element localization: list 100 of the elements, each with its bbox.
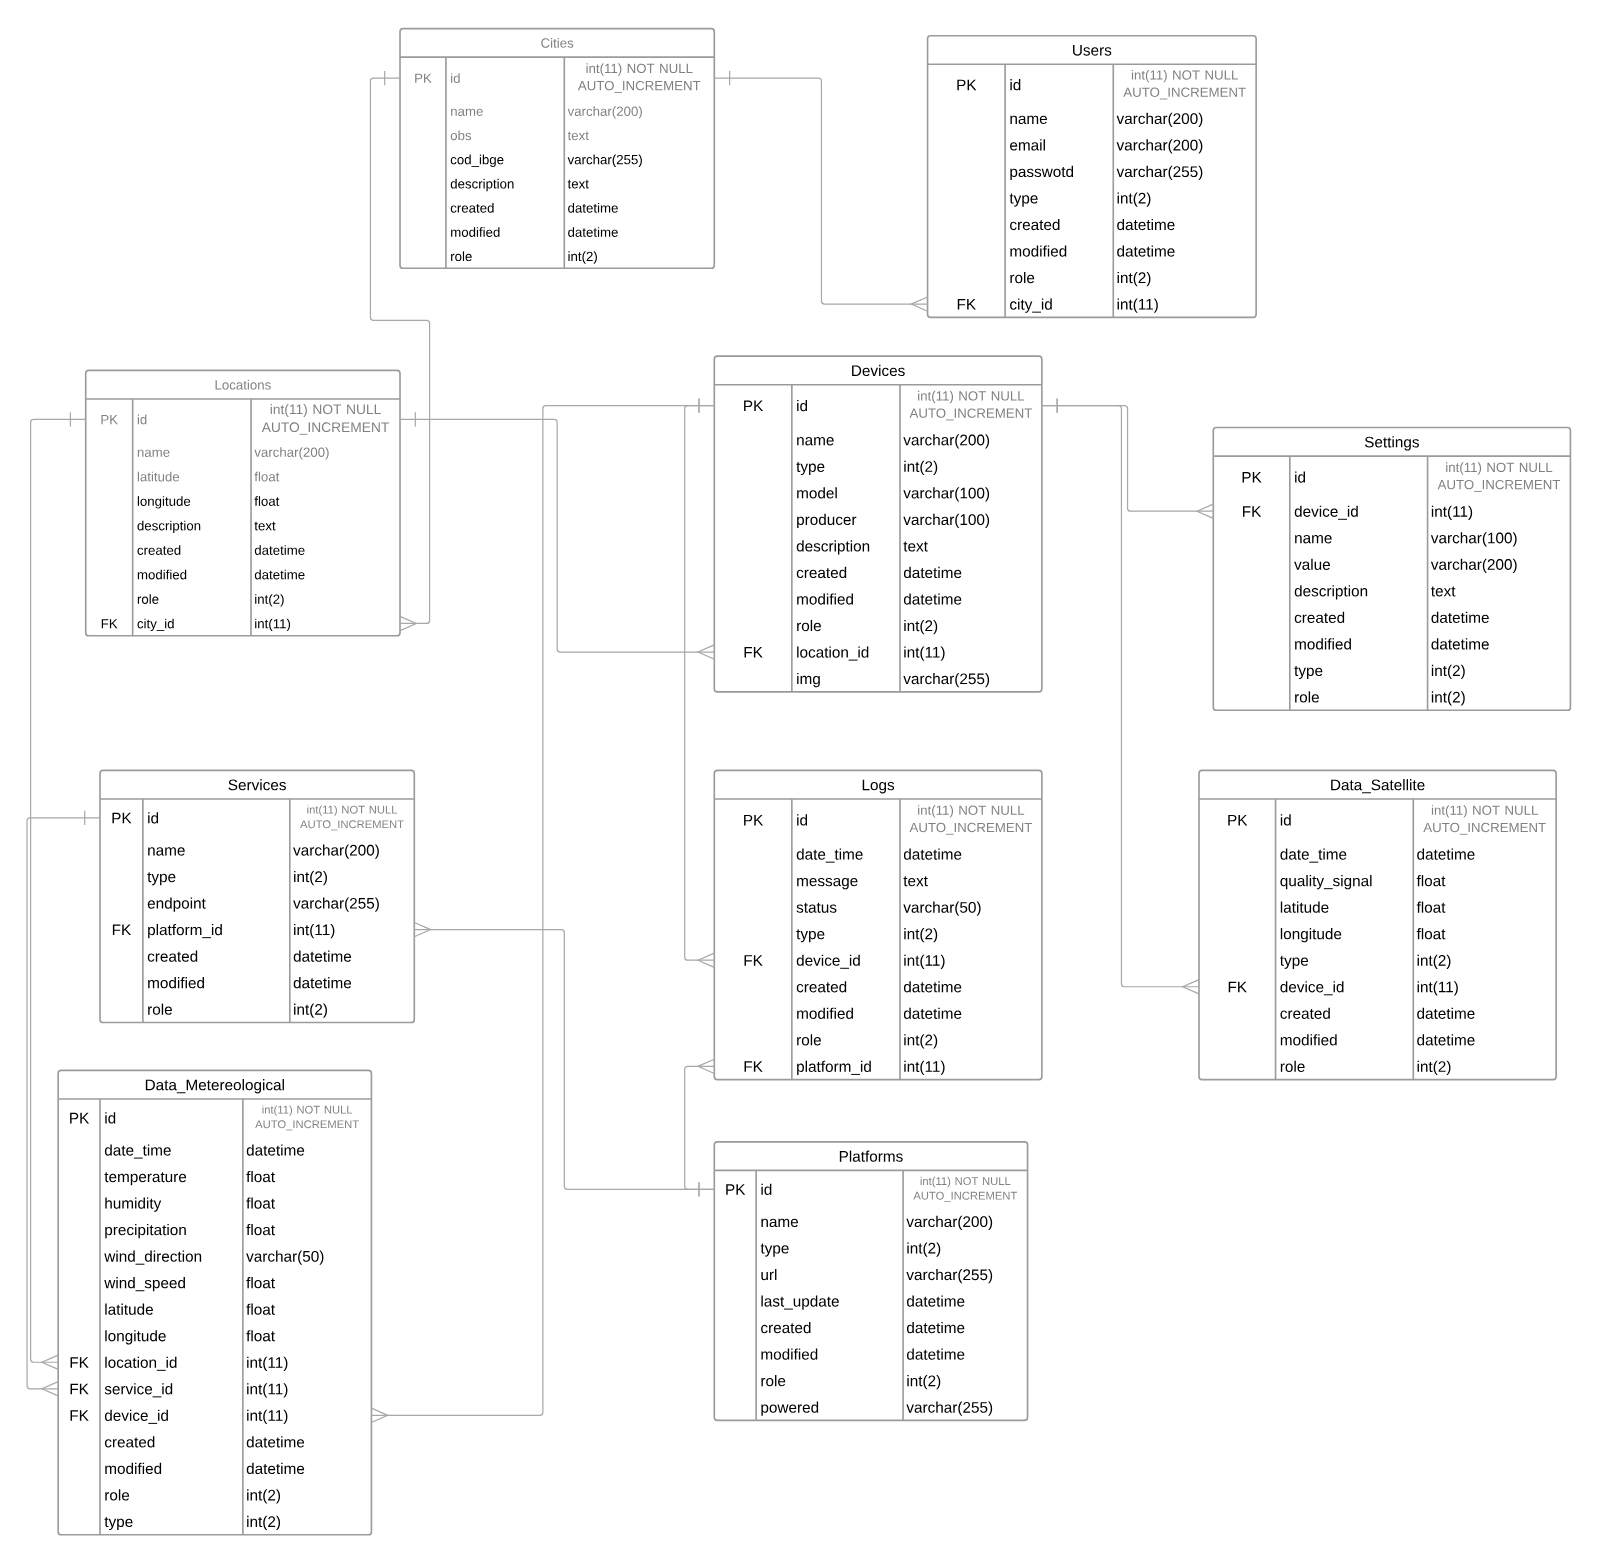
field-name: type xyxy=(1009,193,1038,207)
relationship-line xyxy=(370,397,715,1423)
field-name: role xyxy=(1295,691,1319,703)
data-type: datetime xyxy=(903,981,962,993)
data-type: float xyxy=(246,1330,275,1342)
data-type: int(11) xyxy=(1431,505,1473,520)
relationship-line xyxy=(26,809,101,1397)
data-type: varchar(200) xyxy=(1116,139,1203,154)
field-name: id xyxy=(148,812,159,824)
data-type: int(2) xyxy=(904,1034,938,1049)
key-label: FK xyxy=(70,1383,89,1395)
data-type: float xyxy=(1416,901,1446,913)
data-type: text xyxy=(567,131,589,140)
data-type: varchar(255) xyxy=(903,672,990,688)
field-name: modified xyxy=(1010,245,1067,257)
data-type: float xyxy=(246,1197,275,1209)
field-name: type xyxy=(1280,955,1309,969)
data-type: datetime xyxy=(907,1295,965,1307)
data-type: datetime xyxy=(568,227,618,237)
key-label: FK xyxy=(1228,981,1247,993)
field-name: humidity xyxy=(105,1197,162,1212)
data-type: int(2) xyxy=(247,1489,281,1504)
field-name: modified xyxy=(137,569,187,580)
field-name: value xyxy=(1294,558,1330,570)
key-label: PK xyxy=(726,1184,746,1195)
data-type: varchar(200) xyxy=(293,844,379,859)
field-name: role xyxy=(761,1374,786,1387)
data-type: int(11) NOT NULL AUTO_INCREMENT xyxy=(1423,805,1546,835)
data-type: int(11) NOT NULL AUTO_INCREMENT xyxy=(300,805,404,831)
data-type: varchar(200) xyxy=(254,447,329,460)
field-name: wind_direction xyxy=(104,1250,202,1265)
data-type: float xyxy=(246,1276,275,1289)
data-type: text xyxy=(254,521,276,531)
data-type: varchar(200) xyxy=(1116,112,1203,127)
field-name: producer xyxy=(797,513,857,528)
data-type: datetime xyxy=(903,848,962,860)
field-name: longitude xyxy=(1280,927,1342,943)
key-label: FK xyxy=(744,955,763,966)
field-name: role xyxy=(797,619,821,632)
data-type: varchar(255) xyxy=(293,897,379,912)
field-name: role xyxy=(797,1034,821,1046)
field-name: name xyxy=(451,108,483,116)
key-label: FK xyxy=(101,619,118,629)
data-type: datetime xyxy=(246,1436,305,1448)
data-type: varchar(255) xyxy=(1116,165,1203,180)
key-label: PK xyxy=(1242,471,1262,483)
field-name: cod_ibge xyxy=(450,154,504,167)
field-name: quality_signal xyxy=(1280,874,1372,890)
data-type: int(2) xyxy=(1117,271,1151,287)
data-type: int(11) NOT NULL AUTO_INCREMENT xyxy=(909,390,1033,421)
data-type: int(11) xyxy=(1117,298,1158,313)
field-name: date_time xyxy=(1280,848,1347,863)
data-type: datetime xyxy=(246,1144,305,1156)
data-type: float xyxy=(254,496,280,506)
data-type: varchar(100) xyxy=(903,513,990,528)
data-type: int(11) NOT NULL AUTO_INCREMENT xyxy=(255,1105,359,1131)
field-name: created xyxy=(147,950,198,962)
key-label: FK xyxy=(70,1357,89,1368)
field-name: created xyxy=(450,202,494,213)
field-name: name xyxy=(761,1218,798,1227)
data-type: int(2) xyxy=(907,1374,941,1390)
field-name: location_id xyxy=(797,646,869,661)
relationship-line xyxy=(30,411,87,1370)
field-name: status xyxy=(796,902,837,913)
data-type: datetime xyxy=(907,1321,965,1334)
data-type: int(2) xyxy=(904,619,938,635)
field-name: temperature xyxy=(104,1172,187,1186)
field-name: description xyxy=(137,520,201,533)
field-name: last_update xyxy=(761,1295,839,1310)
field-name: role xyxy=(451,251,472,261)
field-name: type xyxy=(104,1516,133,1530)
data-type: int(2) xyxy=(1431,664,1465,679)
data-type: datetime xyxy=(254,545,305,555)
data-type: int(11) xyxy=(904,1060,945,1075)
field-name: passwotd xyxy=(1010,165,1074,180)
data-type: int(11) NOT NULL AUTO_INCREMENT xyxy=(913,1176,1017,1202)
field-name: model xyxy=(797,487,837,499)
relationship-line xyxy=(684,1058,715,1197)
field-name: modified xyxy=(761,1348,818,1360)
data-type: datetime xyxy=(1117,245,1175,257)
data-type: int(11) xyxy=(1417,981,1458,996)
field-name: latitude xyxy=(137,471,180,482)
key-label: PK xyxy=(744,814,764,826)
data-type: int(2) xyxy=(907,1242,941,1257)
field-name: description xyxy=(450,178,514,191)
key-label: FK xyxy=(744,1061,763,1072)
data-type: int(11) xyxy=(294,923,335,939)
field-name: name xyxy=(148,847,185,856)
field-name: id xyxy=(1010,78,1021,91)
data-type: int(11) xyxy=(255,618,291,631)
field-name: device_id xyxy=(796,954,860,969)
data-type: varchar(200) xyxy=(567,106,642,119)
field-name: name xyxy=(1010,115,1047,124)
data-type: float xyxy=(1416,874,1446,887)
data-type: varchar(200) xyxy=(903,434,990,449)
key-label: PK xyxy=(415,73,432,83)
data-type: int(2) xyxy=(1417,1060,1451,1075)
key-label: FK xyxy=(1243,506,1262,517)
data-type: varchar(200) xyxy=(906,1215,993,1230)
key-label: PK xyxy=(101,414,118,424)
